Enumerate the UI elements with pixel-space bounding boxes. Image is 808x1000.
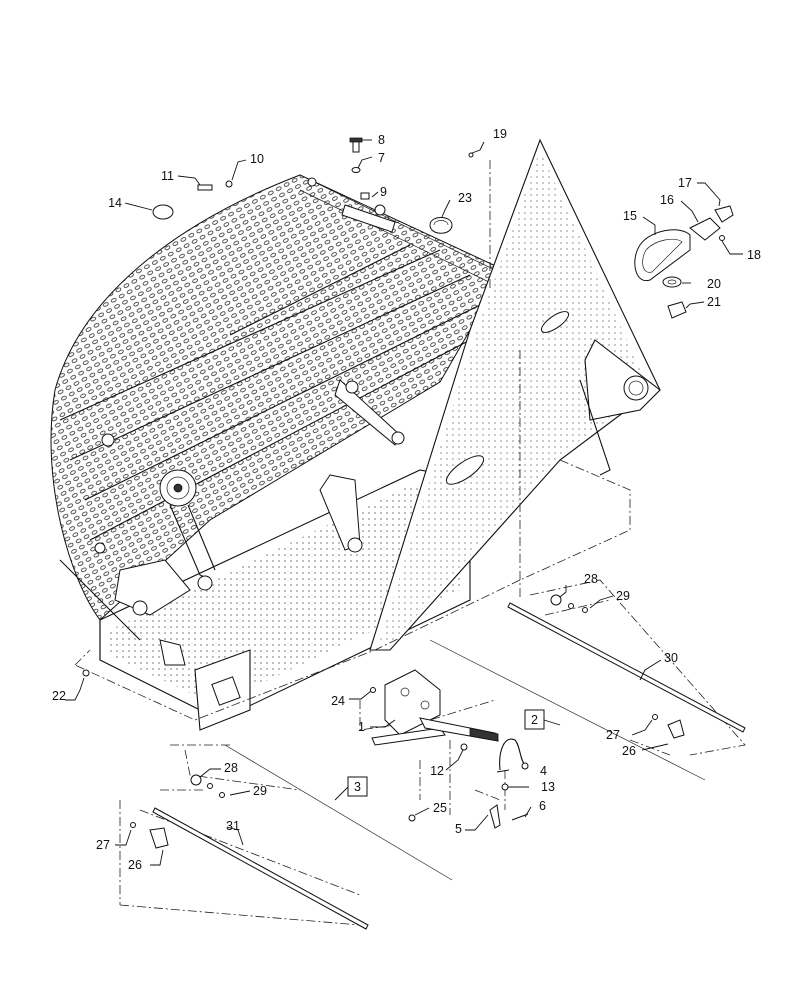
callout-13: 13	[541, 780, 555, 794]
washer-7	[351, 167, 361, 173]
callout-21: 21	[707, 295, 721, 309]
rod-end-26-left	[149, 827, 169, 849]
rod-end-28-right	[550, 594, 562, 606]
washer-29-left	[219, 792, 225, 798]
fastener-19	[468, 152, 474, 158]
nut-25	[408, 814, 416, 822]
washer-29-right	[582, 607, 588, 613]
mesh-floor-assembly	[50, 174, 501, 621]
screw-18	[719, 235, 725, 241]
side-panel	[369, 138, 661, 651]
top-right-hardware	[634, 205, 734, 319]
cable-4	[499, 738, 526, 771]
callout-19: 19	[493, 127, 507, 141]
nut-9	[360, 192, 370, 200]
callout-23: 23	[458, 191, 472, 205]
callout-25: 25	[433, 801, 447, 815]
callout-7: 7	[378, 151, 385, 165]
callout-26-left: 26	[128, 858, 142, 872]
clip-17	[714, 205, 734, 223]
callout-8: 8	[378, 133, 385, 147]
boxed-label-3: 3	[354, 780, 361, 794]
rod-31	[152, 807, 369, 930]
linkage-assembly	[94, 177, 405, 666]
plug-14	[152, 204, 174, 220]
boxed-callout-3: 3	[334, 776, 368, 801]
bolt-11	[197, 184, 213, 191]
callout-22: 22	[52, 689, 66, 703]
callout-24: 24	[331, 694, 345, 708]
lower-frame	[59, 469, 471, 731]
lever-assembly	[82, 669, 529, 829]
rod-end-26-right	[667, 719, 685, 739]
washer-10	[225, 180, 233, 188]
callout-31: 31	[226, 819, 240, 833]
callout-1: 1	[358, 720, 365, 734]
callout-12: 12	[430, 764, 444, 778]
rod-30-assembly	[507, 594, 746, 739]
rod-end-28-left	[190, 774, 202, 786]
callout-30: 30	[664, 651, 678, 665]
pin-5	[489, 804, 501, 829]
boxed-label-2: 2	[531, 713, 538, 727]
callout-4: 4	[540, 764, 547, 778]
plate-16	[689, 217, 721, 241]
nut-27-right	[652, 714, 658, 720]
callout-26-right: 26	[622, 744, 636, 758]
callout-6: 6	[539, 799, 546, 813]
callout-10: 10	[250, 152, 264, 166]
nut-22	[82, 669, 90, 677]
callout-27-left: 27	[96, 838, 110, 852]
knob-21	[667, 301, 687, 319]
callout-28-left: 28	[224, 761, 238, 775]
callout-20: 20	[707, 277, 721, 291]
handle-15	[634, 229, 691, 282]
washer-13	[501, 783, 509, 791]
boxed-callout-2: 2	[524, 709, 561, 730]
callout-27-right: 27	[606, 728, 620, 742]
callout-15: 15	[623, 209, 637, 223]
callout-28-right: 28	[584, 572, 598, 586]
clip-23	[429, 217, 453, 234]
leader-lines	[65, 139, 743, 866]
callout-17: 17	[678, 176, 692, 190]
callout-labels: 1 4 5 6 7 8 9 10 11 12 13 14 15 16 17 18…	[52, 127, 761, 872]
top-hardware	[152, 137, 474, 234]
callout-11: 11	[161, 169, 174, 183]
callout-9: 9	[380, 185, 387, 199]
callout-29-left: 29	[253, 784, 267, 798]
callout-16: 16	[660, 193, 674, 207]
nut-12	[460, 743, 468, 751]
callout-14: 14	[108, 196, 122, 210]
seal-20	[662, 276, 682, 288]
callout-5: 5	[455, 822, 462, 836]
rod-30	[507, 602, 746, 733]
callout-29-right: 29	[616, 589, 630, 603]
nut-27-left	[130, 822, 136, 828]
reference-lines	[224, 639, 706, 881]
rod-31-assembly	[130, 774, 369, 930]
bolt-24	[370, 687, 376, 693]
callout-18: 18	[747, 248, 761, 262]
